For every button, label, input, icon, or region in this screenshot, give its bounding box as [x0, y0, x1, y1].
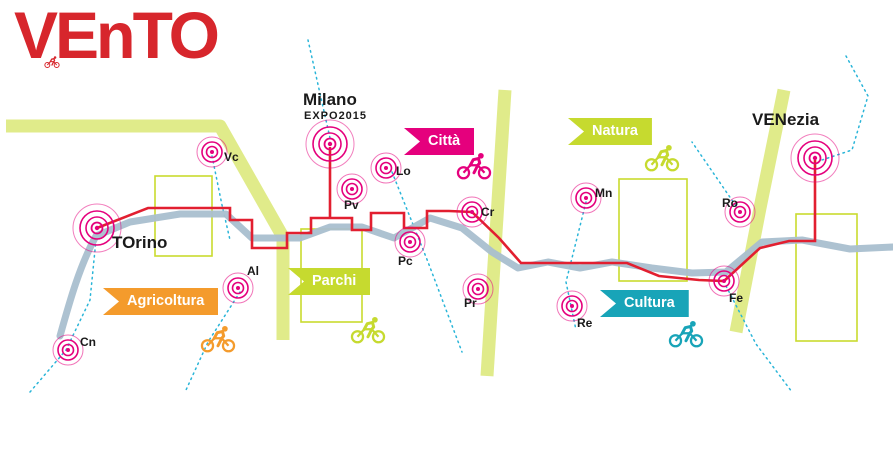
greenway-band-center [480, 89, 512, 377]
park-outline [795, 213, 858, 342]
label-torino: TOrino [112, 233, 168, 252]
label-milano-expo: EXPO2015 [304, 110, 368, 122]
cyclist-icon-natura [644, 144, 680, 172]
logo-n: n [96, 0, 135, 72]
label-pc: Pc [398, 254, 413, 268]
logo-bicycle-icon [44, 56, 60, 68]
marker-venezia [789, 132, 841, 184]
cyclist-icon-cultura [668, 320, 704, 348]
label-vc: Vc [224, 150, 239, 164]
label-ro: Ro [722, 196, 738, 210]
label-al: Al [247, 264, 259, 278]
banner-agricoltura: Agricoltura [103, 288, 219, 315]
cyclist-icon-agricoltura [200, 325, 236, 353]
dotted-connectors [29, 39, 869, 393]
label-cn: Cn [80, 335, 96, 349]
marker-milano [304, 118, 356, 170]
label-milano: Milano [303, 90, 357, 109]
river-po-line [56, 210, 893, 340]
vento-logo: VEnTO [14, 0, 220, 72]
banner-citta: Città [404, 128, 475, 155]
greenway-band-west [6, 119, 290, 340]
label-re: Re [577, 316, 593, 330]
label-pv: Pv [344, 198, 359, 212]
label-venezia: VENezia [752, 110, 820, 129]
label-cr: Cr [481, 205, 495, 219]
label-pr: Pr [464, 296, 477, 310]
park-outline [618, 178, 688, 282]
logo-ve: VE [14, 0, 99, 72]
greenway-bands [6, 88, 791, 377]
label-lo: Lo [396, 164, 411, 178]
label-mn: Mn [595, 186, 613, 200]
label-fe: Fe [729, 291, 744, 305]
logo-to: TO [132, 0, 220, 72]
cyclist-icon-citta [456, 152, 492, 180]
greenway-band-east [729, 88, 791, 334]
cyclist-icon-parchi [350, 316, 386, 344]
